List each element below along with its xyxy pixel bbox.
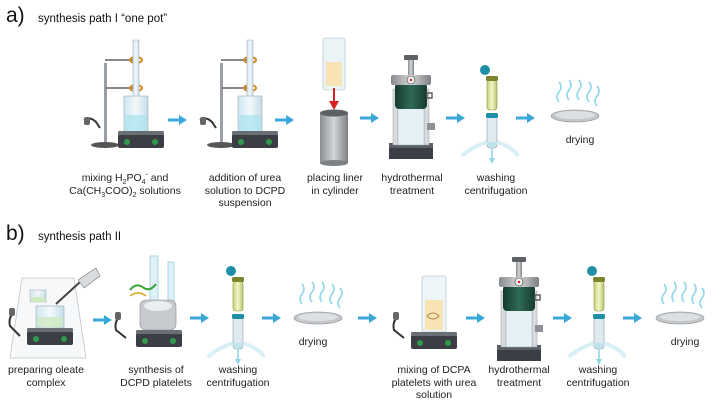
hydrothermal-autoclave-illustration [388, 54, 436, 160]
washing-centrifuge-illustration [460, 63, 520, 166]
label-drying-a: drying [565, 134, 595, 146]
panel-a-title: synthesis path I “one pot” [38, 13, 168, 25]
panel-a-letter: a) [6, 4, 25, 27]
panel-b-letter: b) [6, 222, 25, 245]
oleate-complex-illustration [8, 267, 101, 359]
liner-cylinder-illustration [320, 37, 348, 166]
label-drying-b1: drying [298, 336, 328, 348]
addition-setup-illustration [199, 39, 278, 148]
dcpa-mixing-illustration [392, 275, 457, 349]
drying-dish-illustration [550, 79, 600, 123]
washing-centrifuge-illustration-b1 [206, 264, 266, 367]
washing-centrifuge-illustration-b2 [567, 264, 627, 367]
mixing-setup-illustration [83, 39, 164, 148]
label-drying-b2: drying [670, 336, 700, 348]
drying-dish-illustration-b1 [293, 281, 343, 325]
panel-b-title: synthesis path II [38, 231, 122, 243]
hydrothermal-autoclave-illustration-b [496, 256, 544, 362]
drying-dish-illustration-b2 [655, 281, 705, 325]
dcpd-synthesis-illustration [114, 255, 182, 347]
label-mixing: mixing H2PO4- and Ca(CH3COO)2 solutions [69, 171, 181, 199]
